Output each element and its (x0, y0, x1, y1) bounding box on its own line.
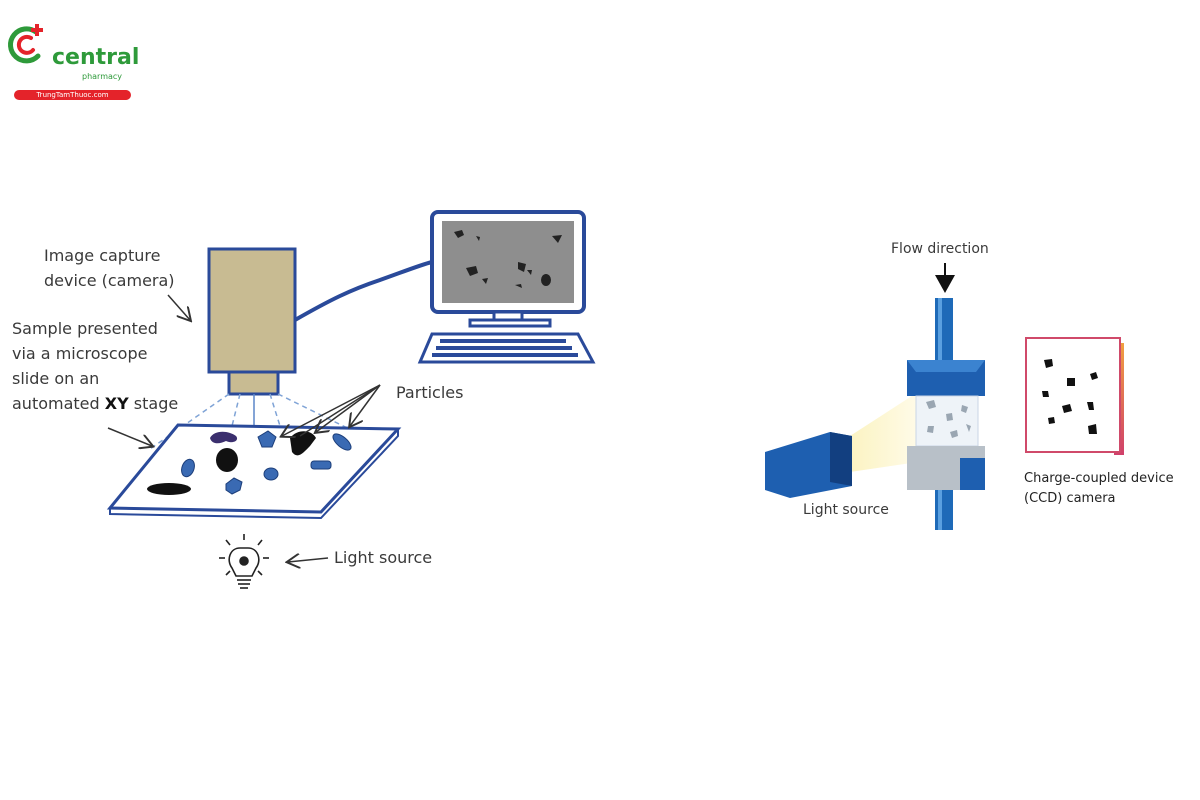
sample-label-line4: automated XY stage (12, 394, 178, 413)
particle (263, 467, 279, 481)
flow-cell-top-face (907, 360, 985, 372)
logo-mark-icon (8, 24, 43, 64)
flow-tube-top-highlight (938, 298, 942, 360)
camera-label-line1: Image capture (44, 246, 160, 265)
particle (147, 483, 191, 495)
brand-url-bar: TrungTamThuoc.com (14, 90, 131, 100)
light-label-arrow (288, 558, 329, 562)
brand-sub: pharmacy (82, 72, 123, 81)
xy-stage-slide (106, 423, 402, 514)
sample-label-xy: XY (105, 394, 129, 413)
particles-arrows (282, 384, 381, 436)
flow-direction-label: Flow direction (891, 241, 989, 257)
particle (332, 433, 352, 451)
static-analysis-diagram: Image capture device (camera) Sample pre… (12, 210, 596, 589)
flow-light-source-face (830, 432, 852, 486)
ccd-particles (1042, 359, 1098, 434)
keyboard-keys (432, 339, 578, 357)
particle (216, 448, 238, 472)
brand-logo: central pharmacy TrungTamThuoc.com (6, 20, 139, 100)
stage-particles (147, 430, 352, 495)
flow-tube-bottom (935, 490, 953, 530)
brand-name: central (52, 45, 140, 70)
particle (225, 477, 243, 495)
flow-cell-bottom-blue (960, 458, 985, 490)
camera-cable (294, 260, 433, 322)
camera-lens (227, 370, 280, 396)
ccd-label-line1: Charge-coupled device (1024, 471, 1174, 486)
sample-label-line2: via a microscope (12, 344, 147, 363)
light-beam (850, 392, 918, 472)
ccd-label-line2: (CCD) camera (1024, 491, 1116, 506)
particle (257, 430, 277, 448)
sample-label-line1: Sample presented (12, 319, 158, 338)
xy-stage-edge (109, 429, 399, 520)
ccd-camera-panel (1025, 337, 1121, 453)
particle (181, 458, 195, 478)
particle (290, 431, 316, 456)
particles-label: Particles (396, 383, 463, 402)
brand-url: TrungTamThuoc.com (36, 91, 109, 99)
camera-label-line2: device (camera) (44, 271, 175, 290)
light-source-label: Light source (334, 548, 432, 567)
screen-particles (454, 230, 562, 288)
monitor-base (468, 318, 552, 328)
camera-body (207, 247, 297, 374)
light-bulb-icon (219, 534, 269, 589)
sample-label-arrow (107, 427, 152, 446)
monitor-screen (442, 221, 574, 303)
flow-tube-top (935, 298, 953, 360)
particle (210, 431, 238, 444)
particle (310, 460, 332, 470)
camera-label-arrow (167, 294, 190, 320)
sample-label-stage: stage (134, 394, 178, 413)
flow-tube-bottom-highlight (938, 490, 942, 530)
sample-label-automated: automated (12, 394, 100, 413)
flow-analysis-diagram: Flow direction (765, 241, 1174, 530)
flow-cell-particles (926, 400, 971, 438)
flow-light-source-label: Light source (803, 502, 889, 518)
sample-label-line3: slide on an (12, 369, 99, 388)
